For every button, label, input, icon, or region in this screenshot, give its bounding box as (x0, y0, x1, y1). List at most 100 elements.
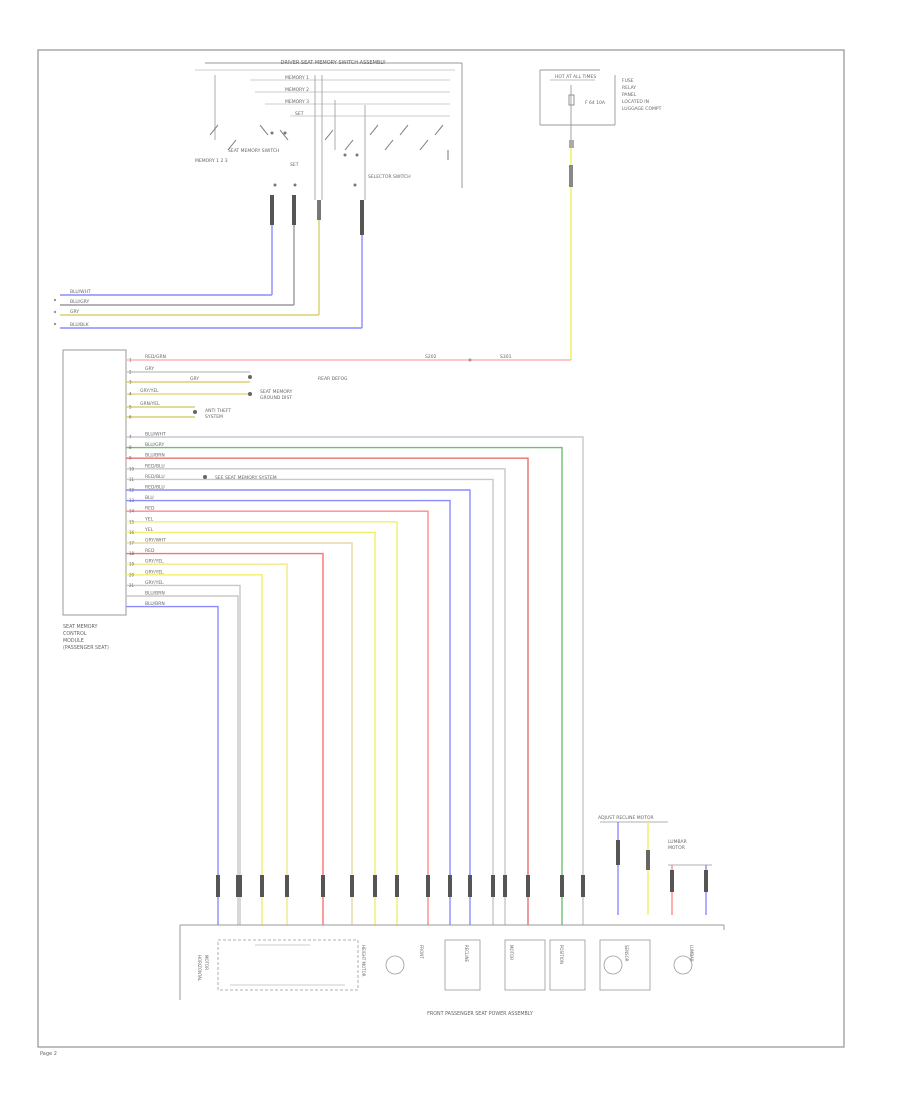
top-pin-label: MEMORY 2 (285, 87, 309, 93)
module-pin-number: 20 (129, 572, 135, 577)
connector-tick (395, 875, 399, 897)
module-pin-number: 6 (129, 415, 132, 420)
module-pin-number: 18 (129, 551, 135, 556)
connector-tick (491, 875, 495, 897)
upper-wire-label: RED/GRN (145, 354, 166, 360)
splice-label: S301 (500, 354, 512, 360)
long-wire-label: BLU/BRN (145, 591, 165, 597)
upper-wire-label: GRY (145, 366, 154, 372)
fuse-desc: LUGGAGE COMPT (622, 106, 662, 112)
connector-tick (321, 875, 325, 897)
connector-tick (236, 875, 240, 897)
long-wire-label: GRY/YEL (145, 559, 164, 565)
ref-label: SYSTEM (205, 414, 223, 420)
module-pin-number: 14 (129, 509, 135, 514)
top-pin-label: SET (295, 111, 304, 117)
long-wire-label: RED/BLU (145, 463, 165, 469)
upper-wire-label: GRN/YEL (140, 401, 160, 407)
footer-id: Page 2 (40, 1051, 57, 1057)
long-wire-label: GRY/WHT (145, 538, 166, 544)
diagram-frame (37, 49, 845, 1048)
long-wire-label: BLU/GRY (145, 442, 165, 448)
module-pin-number: 7 (129, 435, 132, 440)
left-wire-label: BLU/BLK (70, 322, 90, 328)
fuse-connector (569, 140, 574, 148)
bottom-component-label: FRONT (419, 945, 424, 959)
fuse-desc: PANEL (622, 92, 637, 98)
left-wire-label: BLU/WHT (70, 289, 91, 295)
wire (126, 510, 429, 925)
top-pin-label: MEMORY 1 (285, 75, 309, 81)
right-motor-label: MOTOR (668, 845, 685, 851)
switch-connectors (270, 195, 364, 235)
long-wire-label: RED (145, 506, 155, 512)
fuse-label: F 64 10A (585, 100, 606, 106)
module-pin-number: 8 (129, 445, 132, 450)
wire (126, 436, 584, 925)
bottom-component-label: HORIZONTAL (197, 955, 202, 982)
fuse-block-label: HOT AT ALL TIMES (555, 74, 596, 80)
wire (126, 552, 324, 925)
module-pin-number: 3 (129, 380, 132, 385)
long-wire-label: GRY/YEL (145, 569, 164, 575)
ecu-label: SEE SEAT MEMORY SYSTEM (215, 475, 277, 481)
wire (126, 595, 239, 925)
ref-label: ANTI THEFT (205, 408, 231, 414)
bottom-component-label: SENSOR (624, 945, 629, 962)
long-wire-label: RED/BLU (145, 474, 165, 480)
module-pin-number: 1 (129, 358, 132, 363)
connector-tick (260, 875, 264, 897)
ref-label: SEAT MEMORY (260, 389, 293, 395)
bottom-assembly-label: FRONT PASSENGER SEAT POWER ASSEMBLY (427, 1011, 533, 1017)
upper-wire-group: RED/GRN GRY GRY GRY/YEL GRN/YEL S202 S30… (126, 354, 571, 420)
module-pin-number: 16 (129, 530, 135, 535)
module-label: MODULE (63, 638, 84, 644)
wire (126, 478, 494, 925)
switch-label: MEMORY 1 2 3 (195, 158, 228, 164)
bottom-component-label: MOTOR (204, 955, 209, 970)
switch-label: SEAT MEMORY SWITCH (228, 148, 279, 154)
ref-label: GROUND DIST (260, 395, 292, 401)
connector-tick (503, 875, 507, 897)
wire (126, 605, 219, 925)
upper-wire-label: GRY/YEL (140, 388, 159, 394)
module-pin-number: 19 (129, 562, 135, 567)
wire (126, 457, 529, 925)
module-pin-number: 2 (129, 370, 132, 375)
left-wire-label: GRY (70, 309, 79, 315)
ref-label: REAR DEFOG (318, 376, 348, 382)
module-pin-number: 17 (129, 541, 135, 546)
splice-label: S202 (425, 354, 437, 360)
module-pin-number: 9 (129, 456, 132, 461)
left-wire-group: BLU/WHT BLU/GRY GRY BLU/BLK (53, 289, 362, 329)
long-wire-label: YEL (144, 527, 154, 533)
connector-tick (526, 875, 530, 897)
long-wire-group: BLU/WHTBLU/GRYBLU/BRNRED/BLURED/BLURED/B… (126, 432, 585, 925)
module-label: SEAT MEMORY (63, 624, 98, 630)
connector-tick (426, 875, 430, 897)
connector-tick (373, 875, 377, 897)
connector-tick (350, 875, 354, 897)
connector-tick (581, 875, 585, 897)
long-wire-label: BLU (145, 495, 154, 501)
wire (126, 489, 471, 925)
right-motor-group: ADJUST RECLINE MOTOR LUMBAR MOTOR (598, 815, 712, 915)
long-wire-label: YEL (144, 516, 154, 522)
switch-label: SET (290, 162, 299, 168)
bottom-component-label: RECLINE (464, 945, 469, 963)
wire (126, 468, 506, 925)
switch-label: SELECTOR SWITCH (368, 174, 411, 180)
bottom-component-label: POSITION (559, 945, 564, 964)
fuse-desc: LOCATED IN (622, 99, 649, 105)
module-pin-number: 11 (129, 477, 135, 482)
left-wire-label: BLU/GRY (70, 299, 90, 305)
fuse-desc: FUSE (622, 78, 634, 84)
long-wire-label: BLU/BRN (145, 601, 165, 607)
ecu-reference: SEE SEAT MEMORY SYSTEM (203, 475, 277, 481)
fuse-desc: RELAY (622, 85, 636, 91)
connector-tick (468, 875, 472, 897)
top-harness-label: DRIVER SEAT MEMORY SWITCH ASSEMBLY (280, 60, 386, 66)
fuse-block: HOT AT ALL TIMES F 64 10A FUSE RELAY PAN… (539, 69, 662, 140)
